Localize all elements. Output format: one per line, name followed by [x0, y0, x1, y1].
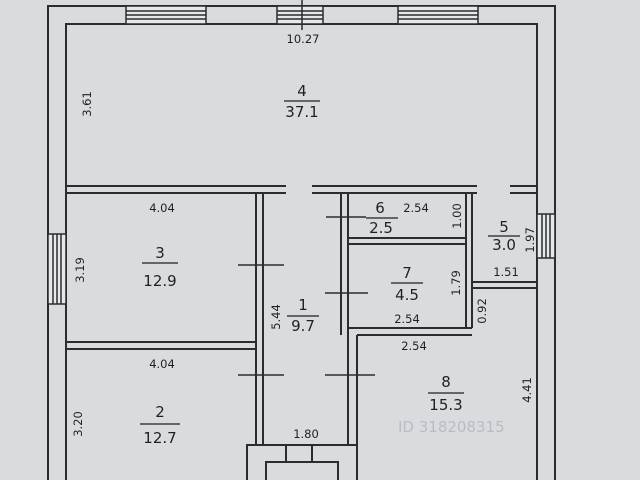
room-number: 8 [441, 373, 451, 391]
room-number: 4 [297, 82, 307, 100]
dim-room7-width: 2.54 [394, 312, 420, 326]
dim-room6-width: 2.54 [403, 201, 429, 215]
room-area: 3.0 [492, 236, 516, 254]
dim-top-width: 10.27 [287, 32, 320, 46]
room-number: 6 [375, 199, 385, 217]
dim-room4-height: 3.61 [80, 91, 94, 117]
room-number: 2 [155, 403, 165, 421]
room-area: 37.1 [285, 103, 318, 121]
room-8-label: 8 15.3 [428, 373, 464, 414]
entry-porch [246, 444, 358, 480]
room-area: 12.9 [143, 272, 176, 290]
room-1-label: 1 9.7 [287, 296, 319, 335]
room-area: 12.7 [143, 429, 176, 447]
watermark: ID 318208315 [398, 418, 505, 436]
room-area: 2.5 [369, 219, 393, 237]
dim-room8-height: 4.41 [520, 377, 534, 403]
dim-room6-height: 1.00 [450, 203, 464, 229]
room-number: 3 [155, 244, 165, 262]
room-number: 7 [402, 264, 412, 282]
window-top-right [397, 5, 479, 25]
dim-room8-width: 2.54 [401, 339, 427, 353]
dim-room3-width: 4.04 [149, 201, 175, 215]
window-left [47, 233, 67, 305]
room-number: 1 [298, 296, 308, 314]
room-area: 15.3 [429, 396, 462, 414]
dim-room1-width: 1.80 [293, 427, 319, 441]
room-area: 4.5 [395, 286, 419, 304]
room-7-label: 7 4.5 [391, 264, 423, 304]
room-4-label: 4 37.1 [284, 82, 320, 121]
room-area: 9.7 [291, 317, 315, 335]
dim-room2-height: 3.20 [71, 411, 85, 437]
room-3-label: 3 12.9 [142, 244, 178, 290]
window-right [536, 213, 556, 259]
dim-room1-height: 5.44 [269, 304, 283, 330]
dim-room3-height: 3.19 [73, 257, 87, 283]
dim-room2-width: 4.04 [149, 357, 175, 371]
room-number: 5 [499, 218, 509, 236]
dim-room7-height: 1.79 [449, 270, 463, 296]
room-5-label: 5 3.0 [488, 218, 520, 254]
dim-gap-height: 0.92 [475, 298, 489, 324]
interior-walls [66, 185, 537, 480]
dim-room5-width: 1.51 [493, 265, 519, 279]
room-2-label: 2 12.7 [140, 403, 180, 447]
window-top-left [125, 5, 207, 25]
dimension-labels: 10.27 3.61 4.04 3.19 4.04 3.20 2.54 1.00… [71, 32, 537, 441]
dim-room5-height: 1.97 [523, 227, 537, 253]
door-markers [238, 216, 375, 376]
window-top-center [276, 5, 324, 25]
room-6-label: 6 2.5 [366, 199, 398, 237]
